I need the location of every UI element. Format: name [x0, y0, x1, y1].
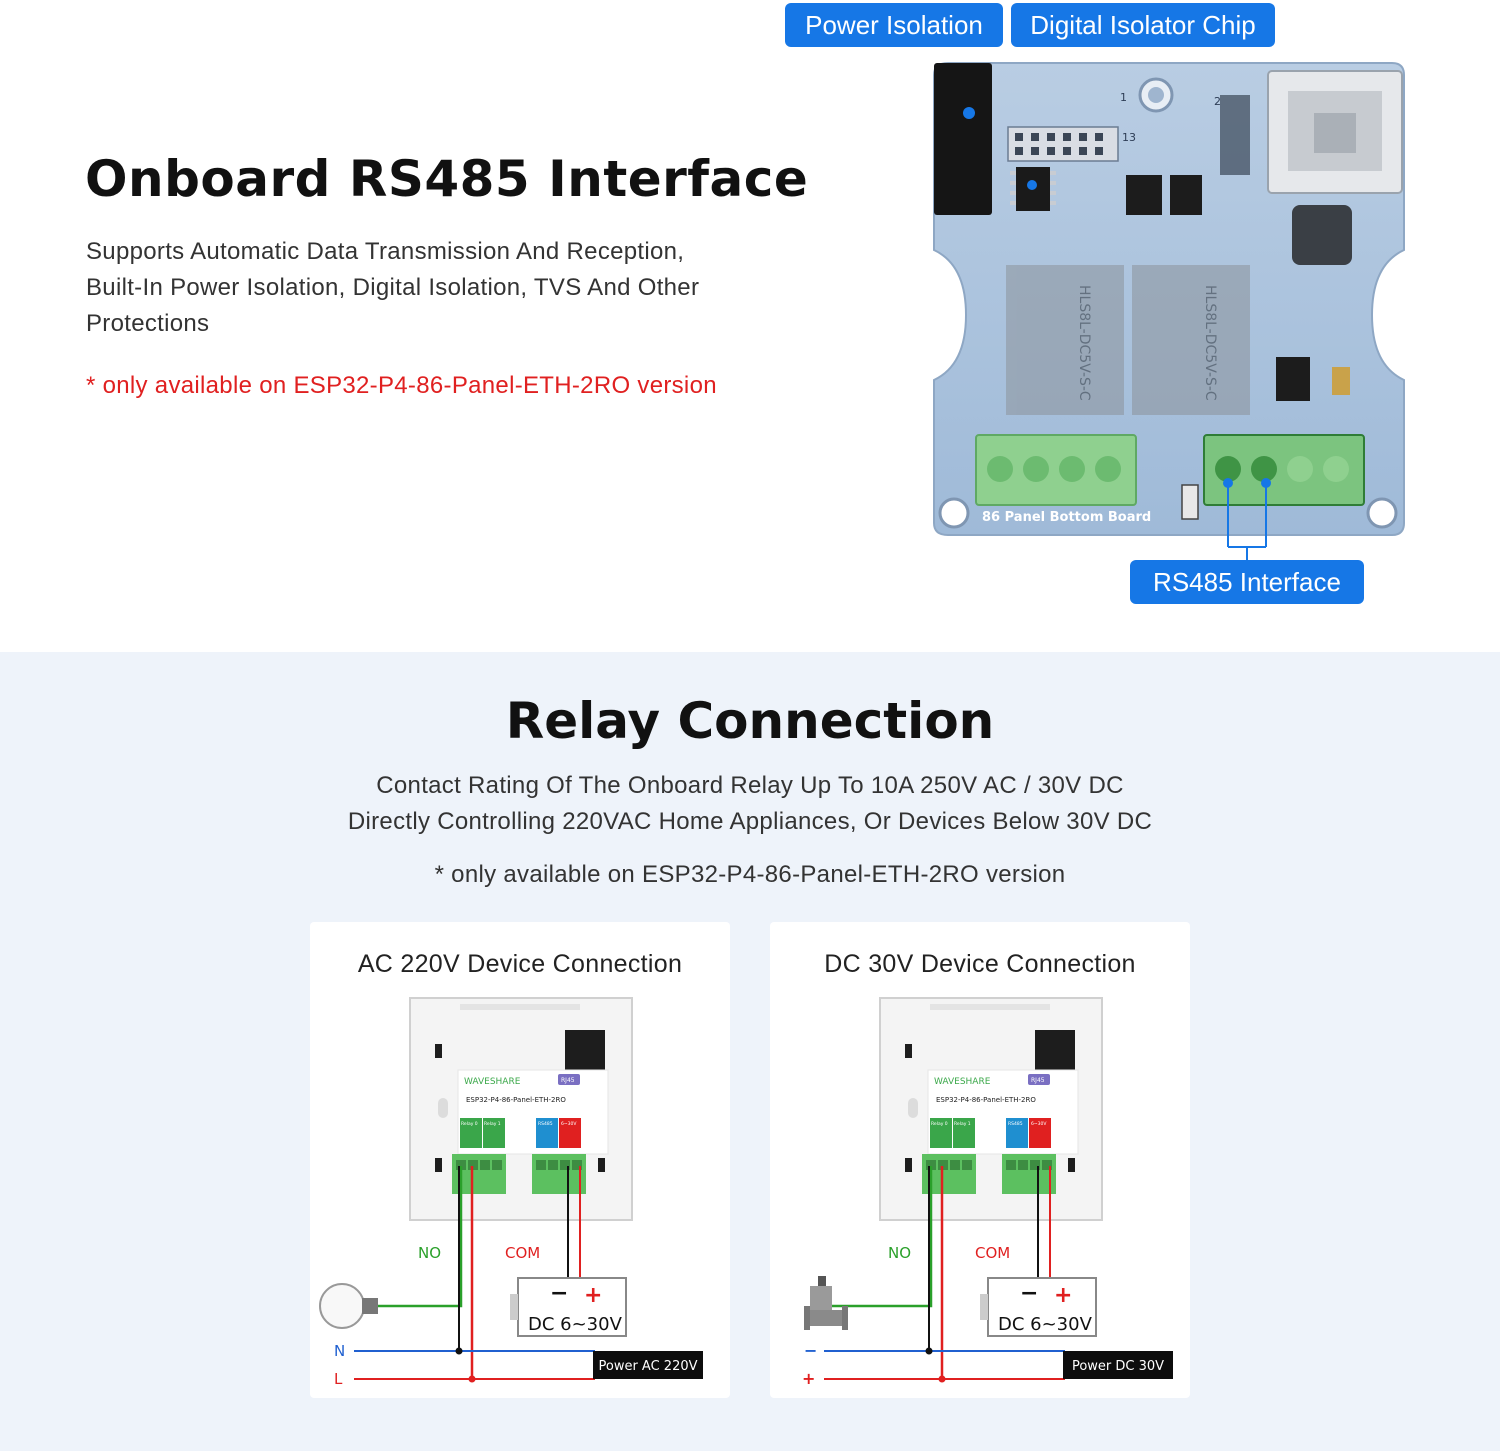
- no-wire: [830, 1166, 933, 1308]
- psu-plus: +: [1054, 1283, 1072, 1308]
- mounting-hole: [938, 497, 970, 529]
- rj45-port: [1035, 1030, 1075, 1070]
- component-fuse: [1181, 484, 1199, 520]
- light-bulb-icon: [319, 1283, 378, 1329]
- psu-plus: +: [584, 1283, 602, 1308]
- psu-minus: −: [550, 1281, 568, 1306]
- rs485-desc-line-3: Protections: [86, 310, 210, 337]
- relay-section: [0, 652, 1500, 1451]
- relay-desc-line-2: Directly Controlling 220VAC Home Applian…: [347, 808, 1153, 835]
- dc-power-supply: [987, 1277, 1097, 1337]
- board-silk-label: 86 Panel Bottom Board: [982, 510, 1151, 525]
- model-label: ESP32-P4-86-Panel-ETH-2RO: [936, 1096, 1036, 1104]
- mounting-hole: [1366, 497, 1398, 529]
- psu-minus: −: [1020, 1281, 1038, 1306]
- dc-card-title: DC 30V Device Connection: [824, 950, 1136, 978]
- brand-logo: WAVESHARE: [934, 1077, 991, 1087]
- silk-mark-2: 2: [1214, 95, 1221, 108]
- rj45-tag: RJ45: [1031, 1077, 1045, 1084]
- dc-wiring-diagram: WAVESHARE RJ45 ESP32-P4-86-Panel-ETH-2RO…: [802, 997, 1173, 1388]
- relay-desc-line-1: Contact Rating Of The Onboard Relay Up T…: [376, 772, 1124, 799]
- relay-version-note: * only available on ESP32-P4-86-Panel-ET…: [434, 861, 1066, 888]
- component-capacitor: [1332, 367, 1350, 395]
- dc-power-supply: [517, 1277, 627, 1337]
- rs485-terminal-block: [1203, 434, 1365, 506]
- rs485-callout-leader: [1227, 483, 1267, 561]
- model-label: ESP32-P4-86-Panel-ETH-2RO: [466, 1096, 566, 1104]
- power-isolation-callout: Power Isolation: [785, 3, 1003, 47]
- psu-label: DC 6~30V: [528, 1314, 623, 1335]
- component-strip: [1220, 95, 1250, 175]
- power-label-box: [1063, 1351, 1173, 1379]
- digital-isolator-chip: [1010, 167, 1056, 211]
- port-label-rs485: RS485: [1008, 1121, 1023, 1127]
- plus-label: +: [802, 1369, 815, 1388]
- l-label: L: [334, 1370, 343, 1388]
- relay-title: Relay Connection: [505, 692, 995, 750]
- no-label: NO: [888, 1244, 911, 1262]
- port-label-relay0: Relay 0: [461, 1121, 478, 1127]
- port-label-rs485: RS485: [538, 1121, 553, 1127]
- relay-terminal-block: [975, 434, 1137, 506]
- relay-marking-1: HLS8L-DC5V-S-C: [1202, 285, 1218, 401]
- n-label: N: [334, 1342, 345, 1360]
- component-ic: [1126, 175, 1162, 215]
- ac-wiring-diagram: WAVESHARE RJ45 ESP32-P4-86-Panel-ETH-2RO…: [319, 997, 703, 1388]
- brand-logo: WAVESHARE: [464, 1077, 521, 1087]
- silk-mark-1: 1: [1120, 91, 1127, 104]
- bottom-board-illustration: 1 2 13 HLS8L-DC5V-S-C HLS8L-DC5V-S-C: [933, 62, 1405, 561]
- psu-label: DC 6~30V: [998, 1314, 1093, 1335]
- mounting-hole-center: [1148, 87, 1164, 103]
- power-label: Power DC 30V: [1072, 1359, 1164, 1374]
- com-label: COM: [505, 1244, 540, 1262]
- header-pins: [1007, 126, 1119, 162]
- rj45-jack: [1267, 70, 1403, 194]
- port-label-relay0: Relay 0: [931, 1121, 948, 1127]
- rj45-tag: RJ45: [561, 1077, 575, 1084]
- port-label-relay1: Relay 1: [954, 1121, 971, 1127]
- no-label: NO: [418, 1244, 441, 1262]
- rs485-title: Onboard RS485 Interface: [85, 150, 809, 208]
- silk-mark-13: 13: [1122, 131, 1136, 144]
- rs485-desc-line-1: Supports Automatic Data Transmission And…: [86, 238, 685, 265]
- power-isolation-marker: [963, 107, 975, 119]
- ac-card-title: AC 220V Device Connection: [357, 950, 683, 978]
- rs485-desc-line-2: Built-In Power Isolation, Digital Isolat…: [86, 274, 700, 301]
- com-label: COM: [975, 1244, 1010, 1262]
- component-ic: [1170, 175, 1202, 215]
- component-ic: [1276, 357, 1310, 401]
- relay-marking-0: HLS8L-DC5V-S-C: [1076, 285, 1092, 401]
- rs485-version-note: * only available on ESP32-P4-86-Panel-ET…: [86, 372, 717, 399]
- digital-isolator-callout: Digital Isolator Chip: [1011, 3, 1275, 47]
- port-label-power: 6~30V: [561, 1121, 577, 1127]
- port-label-relay1: Relay 1: [484, 1121, 501, 1127]
- power-label-box: [593, 1351, 703, 1379]
- relay-pair: HLS8L-DC5V-S-C HLS8L-DC5V-S-C: [1006, 265, 1250, 415]
- rs485-interface-callout: RS485 Interface: [1130, 560, 1364, 604]
- power-label: Power AC 220V: [598, 1359, 697, 1374]
- inductor: [1292, 205, 1352, 265]
- minus-label: −: [804, 1341, 817, 1360]
- port-label-power: 6~30V: [1031, 1121, 1047, 1127]
- power-isolation-module: [934, 63, 992, 215]
- solenoid-valve-icon: [804, 1276, 848, 1330]
- rj45-port: [565, 1030, 605, 1070]
